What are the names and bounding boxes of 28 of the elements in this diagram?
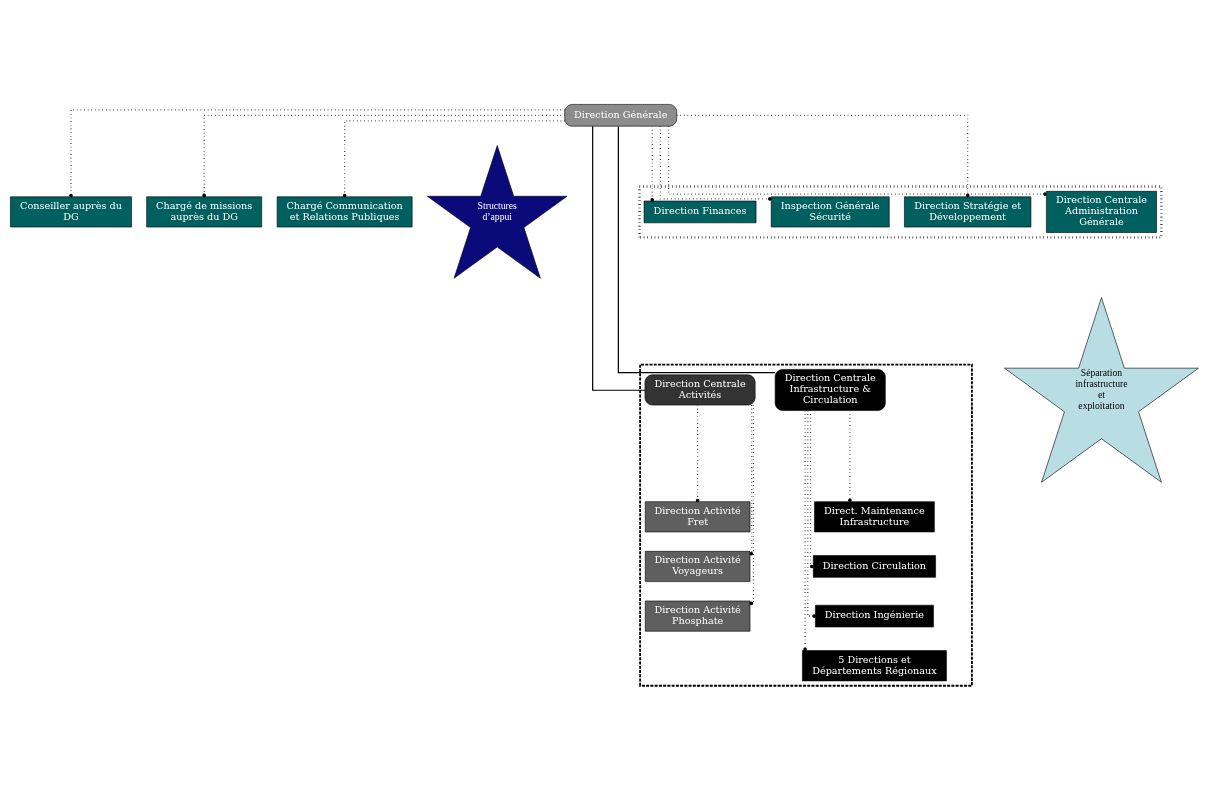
connector xyxy=(69,108,566,197)
node-box: Direction Activité Voyageurs xyxy=(644,550,751,582)
node-box: Conseiller auprès du DG xyxy=(10,196,132,227)
connector xyxy=(202,114,566,197)
connector xyxy=(807,409,816,618)
connector xyxy=(659,125,772,201)
node-box: Direction Générale xyxy=(564,103,678,127)
connector xyxy=(695,404,700,502)
node-box: Direction Centrale Administration Générale xyxy=(1046,190,1157,233)
connector xyxy=(803,409,807,651)
node-box: Direction Centrale Activités xyxy=(644,374,756,405)
connector xyxy=(749,404,754,556)
node-box: Chargé Communication et Relations Publiques xyxy=(276,196,413,227)
node-box: Direction Stratégie et Développement xyxy=(904,196,1032,227)
connector xyxy=(848,409,852,502)
node-box: Chargé de missions auprès du DG xyxy=(146,196,262,227)
cluster xyxy=(638,184,1163,239)
connector xyxy=(342,119,566,197)
connector xyxy=(650,125,655,202)
node-box: Direction Finances xyxy=(643,200,757,223)
node-box: Direction Centrale Infrastructure & Circulation xyxy=(774,368,886,411)
node-box: Direction Circulation xyxy=(812,554,936,578)
node-box: Direction Ingénierie xyxy=(815,604,934,627)
connector xyxy=(749,404,755,605)
node-box: Direction Activité Phosphate xyxy=(644,600,751,632)
connector xyxy=(617,125,776,373)
cluster xyxy=(639,363,973,687)
connector xyxy=(592,125,646,391)
